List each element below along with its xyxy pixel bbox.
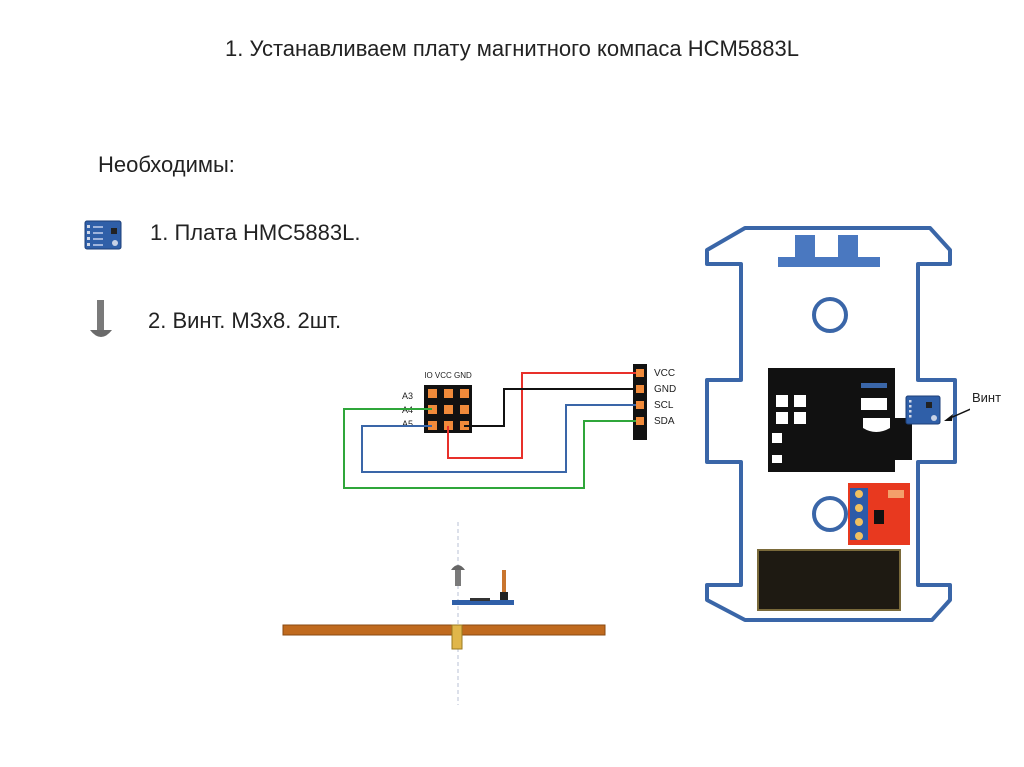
base-plate [282, 624, 606, 636]
module-pin-sda: SDA [654, 416, 675, 427]
battery-box [757, 549, 901, 611]
hmc5883l-module [905, 395, 941, 425]
item-screw: 2. Винт. М3х8. 2шт. [148, 308, 342, 333]
pin-a3-label: A3 [402, 391, 413, 401]
mount-hole-top [812, 297, 848, 333]
module-pin-scl: SCL [654, 400, 674, 411]
standoff [451, 624, 463, 650]
item-board: 1. Плата HMC5883L. [150, 220, 361, 245]
hmc5883l-board-icon [84, 220, 122, 250]
screw-shaft [455, 568, 461, 586]
screw-icon [90, 300, 112, 337]
wiring-diagram: IO VCC GND A3 A4 A5 VCC GND SCL SDA [343, 364, 676, 489]
vcc-wire [447, 372, 636, 459]
sda-wire [343, 408, 636, 489]
header-top-label: IO VCC GND [424, 371, 472, 380]
pin-a5-label: A5 [402, 419, 413, 429]
screw-pointer-arrow [947, 408, 970, 420]
module-pin-vcc: VCC [654, 368, 675, 379]
mount-hole-bottom [812, 496, 848, 532]
module-pin-gnd: GND [654, 384, 676, 395]
module-board-side [452, 600, 514, 605]
screw-callout-label: Винт [972, 390, 1002, 405]
motor-driver-board [848, 483, 910, 545]
controller-board [768, 368, 912, 472]
required-heading: Необходимы: [98, 152, 235, 177]
slide-title: 1. Устанавливаем плату магнитного компас… [225, 36, 799, 61]
scl-wire [361, 404, 636, 473]
gnd-wire [464, 388, 636, 427]
side-view [282, 522, 606, 705]
robot-top-view [705, 226, 970, 622]
screw-head [451, 565, 465, 570]
ultrasonic-sensor [778, 257, 880, 267]
